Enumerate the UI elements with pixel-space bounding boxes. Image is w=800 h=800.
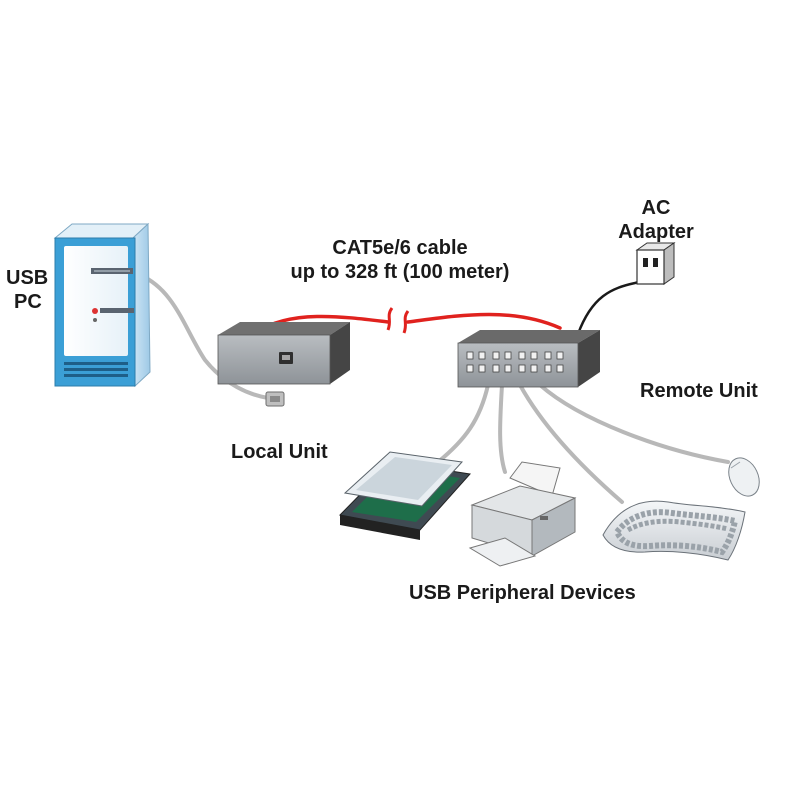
mouse-icon <box>728 457 760 497</box>
cat5-cable-right <box>406 312 562 330</box>
printer-icon <box>468 461 577 567</box>
keyboard-icon <box>602 500 746 561</box>
scanner-icon <box>338 451 471 540</box>
local-unit-box <box>217 322 350 385</box>
local-unit-label: Local Unit <box>231 441 328 463</box>
remote-unit-box <box>457 330 600 388</box>
pc-tower-icon <box>53 222 151 388</box>
cable-label-line2: up to 328 ft (100 meter) <box>290 261 510 283</box>
keyboard-cable <box>518 383 624 504</box>
usb-plug <box>265 391 285 407</box>
ac-adapter-icon <box>635 242 676 285</box>
usb-peripheral-devices-label: USB Peripheral Devices <box>409 582 636 604</box>
pc-usb-cable <box>138 273 270 400</box>
usb-pc-label-line2: PC <box>14 291 42 313</box>
cable-break-icon <box>386 307 410 334</box>
mouse-cable <box>538 383 730 464</box>
ac-adapter-label-line1: AC <box>641 197 671 219</box>
scanner-cable <box>436 383 490 464</box>
remote-unit-label: Remote Unit <box>640 380 758 402</box>
printer-cable <box>498 383 507 474</box>
usb-pc-label-line1: USB <box>6 267 49 289</box>
cable-label-line1: CAT5e/6 cable <box>332 237 468 259</box>
ac-adapter-label-line2: Adapter <box>618 221 694 243</box>
usb-ports <box>466 351 564 373</box>
